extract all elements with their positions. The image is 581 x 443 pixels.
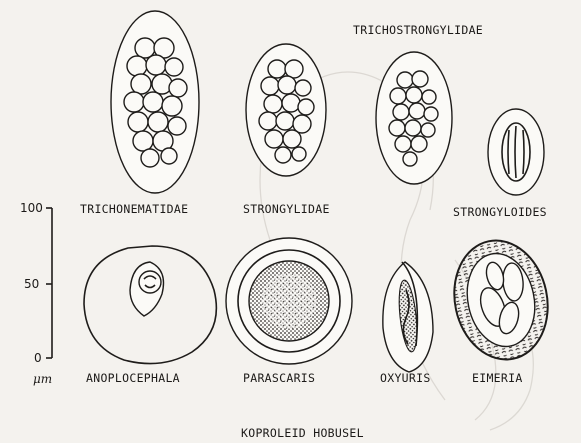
label-anoplocephala: ANOPLOCEPHALA xyxy=(86,371,180,385)
scale-bar: 100 50 0 μm xyxy=(20,201,52,386)
label-oxyuris: OXYURIS xyxy=(380,371,431,385)
figure-caption: KOPROLEID HOBUSEL xyxy=(241,426,364,440)
strongyloides-egg xyxy=(488,109,544,195)
label-strongyloides: STRONGYLOIDES xyxy=(453,205,547,219)
trichostrongylidae-egg xyxy=(376,52,452,184)
scale-unit: μm xyxy=(33,372,52,386)
family-label-trichostrongylidae: TRICHOSTRONGYLIDAE xyxy=(353,23,483,37)
oxyuris-egg xyxy=(383,262,433,372)
label-trichonematidae: TRICHONEMATIDAE xyxy=(80,202,188,216)
scale-tick-50: 50 xyxy=(24,277,39,291)
label-strongylidae: STRONGYLIDAE xyxy=(243,202,330,216)
trichonematidae-egg xyxy=(111,11,199,193)
scale-tick-100: 100 xyxy=(20,201,43,215)
anoplocephala-egg xyxy=(84,246,216,364)
scale-tick-0: 0 xyxy=(34,351,42,365)
label-eimeria: EIMERIA xyxy=(472,371,523,385)
eimeria-egg xyxy=(444,232,559,369)
strongylidae-egg xyxy=(246,44,326,176)
parascaris-egg xyxy=(226,238,352,364)
label-parascaris: PARASCARIS xyxy=(243,371,315,385)
